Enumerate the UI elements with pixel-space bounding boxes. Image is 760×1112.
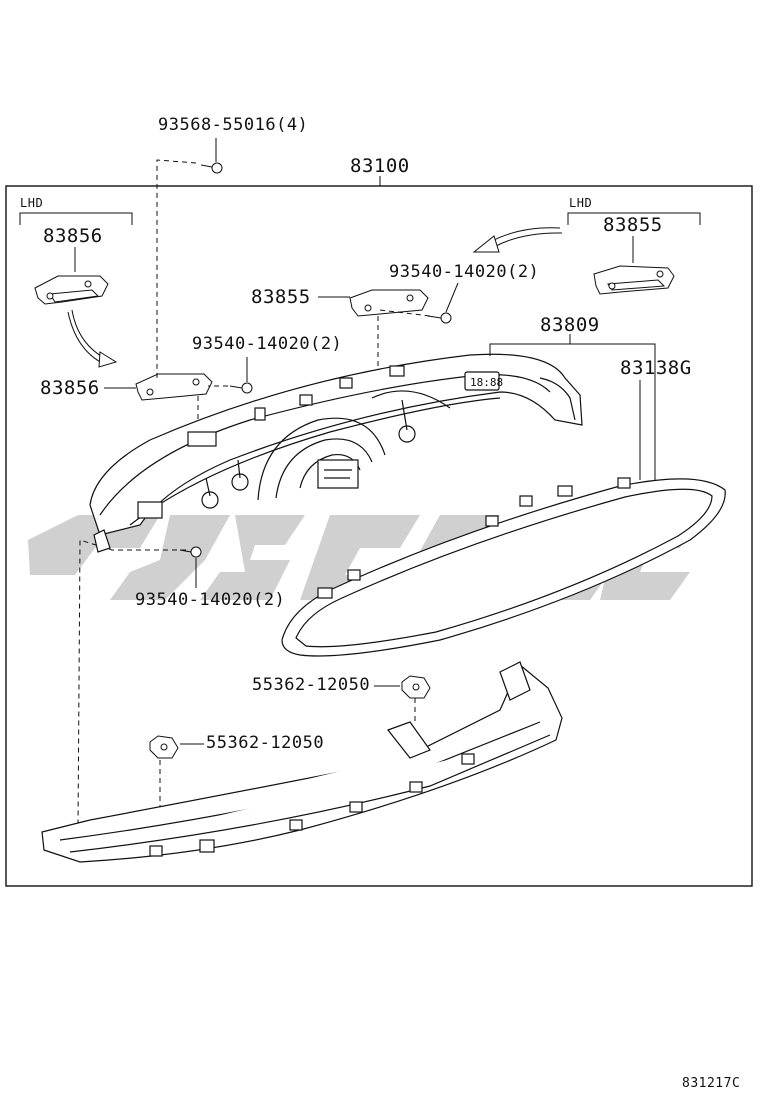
clip-83856-lhd-icon <box>34 275 109 305</box>
screw-left-icon <box>229 382 253 394</box>
arrow-left-icon <box>67 309 118 368</box>
label-bolt-top: 93568-55016(4) <box>158 115 309 135</box>
label-screw-bottom: 93540-14020(2) <box>135 590 286 610</box>
screw-bottom-icon <box>179 546 202 558</box>
clip-83855-main-icon <box>349 289 429 317</box>
label-cluster-lens: 83809 <box>540 314 600 336</box>
lower-bracket-icon <box>41 661 563 863</box>
screw-right-icon <box>427 312 452 324</box>
label-clip-left-main: 83856 <box>40 377 100 399</box>
label-lhd-right: LHD <box>569 196 593 210</box>
label-screw-left: 93540-14020(2) <box>192 334 343 354</box>
label-nut-right: 55362-12050 <box>252 675 371 695</box>
combination-meter-icon: 18:88 <box>89 353 583 553</box>
label-glass-panel: 83138G <box>620 357 692 379</box>
clip-83856-main-icon <box>135 373 213 401</box>
nut-right-icon <box>401 675 431 699</box>
lhd-left-bracket <box>19 212 133 225</box>
label-screw-right: 93540-14020(2) <box>389 262 540 282</box>
glass-panel-icon <box>281 477 726 657</box>
nut-left-icon <box>149 735 179 759</box>
assembly-frame <box>5 185 753 887</box>
clip-83855-lhd-icon <box>593 265 675 295</box>
label-assembly: 83100 <box>350 155 410 177</box>
label-clip-right-main: 83855 <box>251 286 311 308</box>
label-nut-left: 55362-12050 <box>206 733 325 753</box>
bolt-top-icon <box>200 162 223 174</box>
label-lhd-left: LHD <box>20 196 44 210</box>
diagram-code: 831217C <box>682 1076 741 1091</box>
lens-bracket <box>489 343 656 480</box>
label-clip-left-lhd: 83856 <box>43 225 103 247</box>
arrow-right-icon <box>472 227 563 253</box>
svg-text:18:88: 18:88 <box>470 376 503 389</box>
label-clip-right-lhd: 83855 <box>603 214 663 236</box>
lhd-right-bracket <box>567 212 701 225</box>
